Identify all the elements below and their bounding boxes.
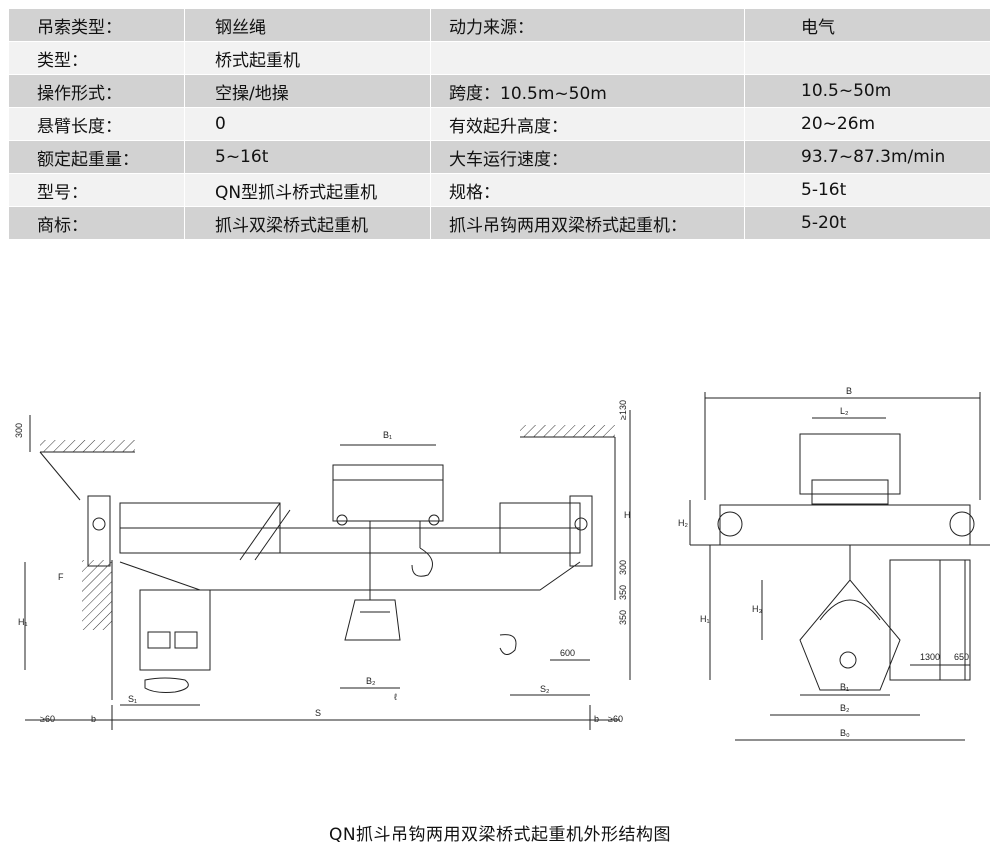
table-row: 型号： QN型抓斗桥式起重机 规格： 5-16t (8, 173, 991, 207)
spec-table: 吊索类型： 钢丝绳 动力来源： 电气 类型： 桥式起重机 操作形式： 空操/地操… (8, 8, 991, 240)
spec-label: 抓斗吊钩两用双梁桥式起重机： (430, 206, 745, 240)
dim-label: H₂ (678, 518, 688, 528)
spec-label: 吊索类型： (8, 8, 185, 42)
dim-label: F (58, 572, 64, 582)
spec-value: 5~16t (184, 140, 431, 174)
dim-label: 300 (14, 423, 24, 438)
dim-label: ≥130 (618, 400, 628, 420)
spec-value: 钢丝绳 (184, 8, 431, 42)
dim-label: H₁ (700, 614, 710, 624)
spec-label (430, 41, 745, 75)
table-row: 悬臂长度： 0 有效起升高度： 20~26m (8, 107, 991, 141)
table-row: 操作形式： 空操/地操 跨度：10.5m~50m 10.5~50m (8, 74, 991, 108)
spec-value: 桥式起重机 (184, 41, 431, 75)
spec-label: 动力来源： (430, 8, 745, 42)
dim-label: ℓ (394, 692, 398, 702)
table-row: 吊索类型： 钢丝绳 动力来源： 电气 (8, 8, 991, 42)
dim-label: H₃ (752, 604, 762, 614)
spec-value: 5-20t (744, 206, 991, 240)
spec-value: 0 (184, 107, 431, 141)
figure-caption: QN抓斗吊钩两用双梁桥式起重机外形结构图 (328, 825, 672, 845)
dim-label: H₁ (18, 617, 28, 627)
spec-label: 有效起升高度： (430, 107, 745, 141)
dim-label: 350 (618, 610, 628, 625)
spec-value (744, 41, 991, 75)
dim-label: 650 (954, 652, 969, 662)
dim-label: S (315, 708, 321, 718)
dim-label: H (624, 510, 631, 520)
crane-drawing: 300 ≥130 B₁ H H₁ F 300 350 350 600 B₂ ℓ … (14, 386, 990, 741)
dim-label: 1300 (920, 652, 940, 662)
dim-label: S₂ (540, 684, 550, 694)
spec-label: 型号： (8, 173, 185, 207)
spec-label: 商标： (8, 206, 185, 240)
spec-label: 额定起重量： (8, 140, 185, 174)
dim-label: ≥60 (608, 714, 623, 724)
dim-label: B₂ (840, 703, 850, 713)
dim-label: B (846, 386, 852, 396)
dim-label: L₂ (840, 406, 849, 416)
side-elevation (689, 392, 990, 741)
dim-label: S₁ (128, 694, 137, 704)
dim-label: ≥60 (40, 714, 55, 724)
dim-label: b (594, 714, 599, 724)
spec-label: 大车运行速度： (430, 140, 745, 174)
table-row: 额定起重量： 5~16t 大车运行速度： 93.7~87.3m/min (8, 140, 991, 174)
dim-label: 600 (560, 648, 575, 658)
table-row: 类型： 桥式起重机 (8, 41, 991, 75)
spec-label: 操作形式： (8, 74, 185, 108)
dim-label: B₁ (383, 430, 392, 440)
spec-value: 93.7~87.3m/min (744, 140, 991, 174)
dimension-labels: 300 ≥130 B₁ H H₁ F 300 350 350 600 B₂ ℓ … (14, 386, 969, 738)
spec-label: 悬臂长度： (8, 107, 185, 141)
dim-label: B₂ (366, 676, 376, 686)
spec-value: 5-16t (744, 173, 991, 207)
spec-value: 空操/地操 (184, 74, 431, 108)
spec-label: 类型： (8, 41, 185, 75)
spec-value: 抓斗双梁桥式起重机 (184, 206, 431, 240)
spec-value: 电气 (744, 8, 991, 42)
spec-label: 跨度：10.5m~50m (430, 74, 745, 108)
spec-value: QN型抓斗桥式起重机 (184, 173, 431, 207)
spec-label: 规格： (430, 173, 745, 207)
dim-label: 350 (618, 585, 628, 600)
dim-label: B₀ (840, 728, 850, 738)
dim-label: 300 (618, 560, 628, 575)
spec-value: 10.5~50m (744, 74, 991, 108)
spec-value: 20~26m (744, 107, 991, 141)
dim-label: b (91, 714, 96, 724)
table-row: 商标： 抓斗双梁桥式起重机 抓斗吊钩两用双梁桥式起重机： 5-20t (8, 206, 991, 240)
front-elevation (24, 410, 631, 730)
dim-label: B₁ (840, 682, 849, 692)
